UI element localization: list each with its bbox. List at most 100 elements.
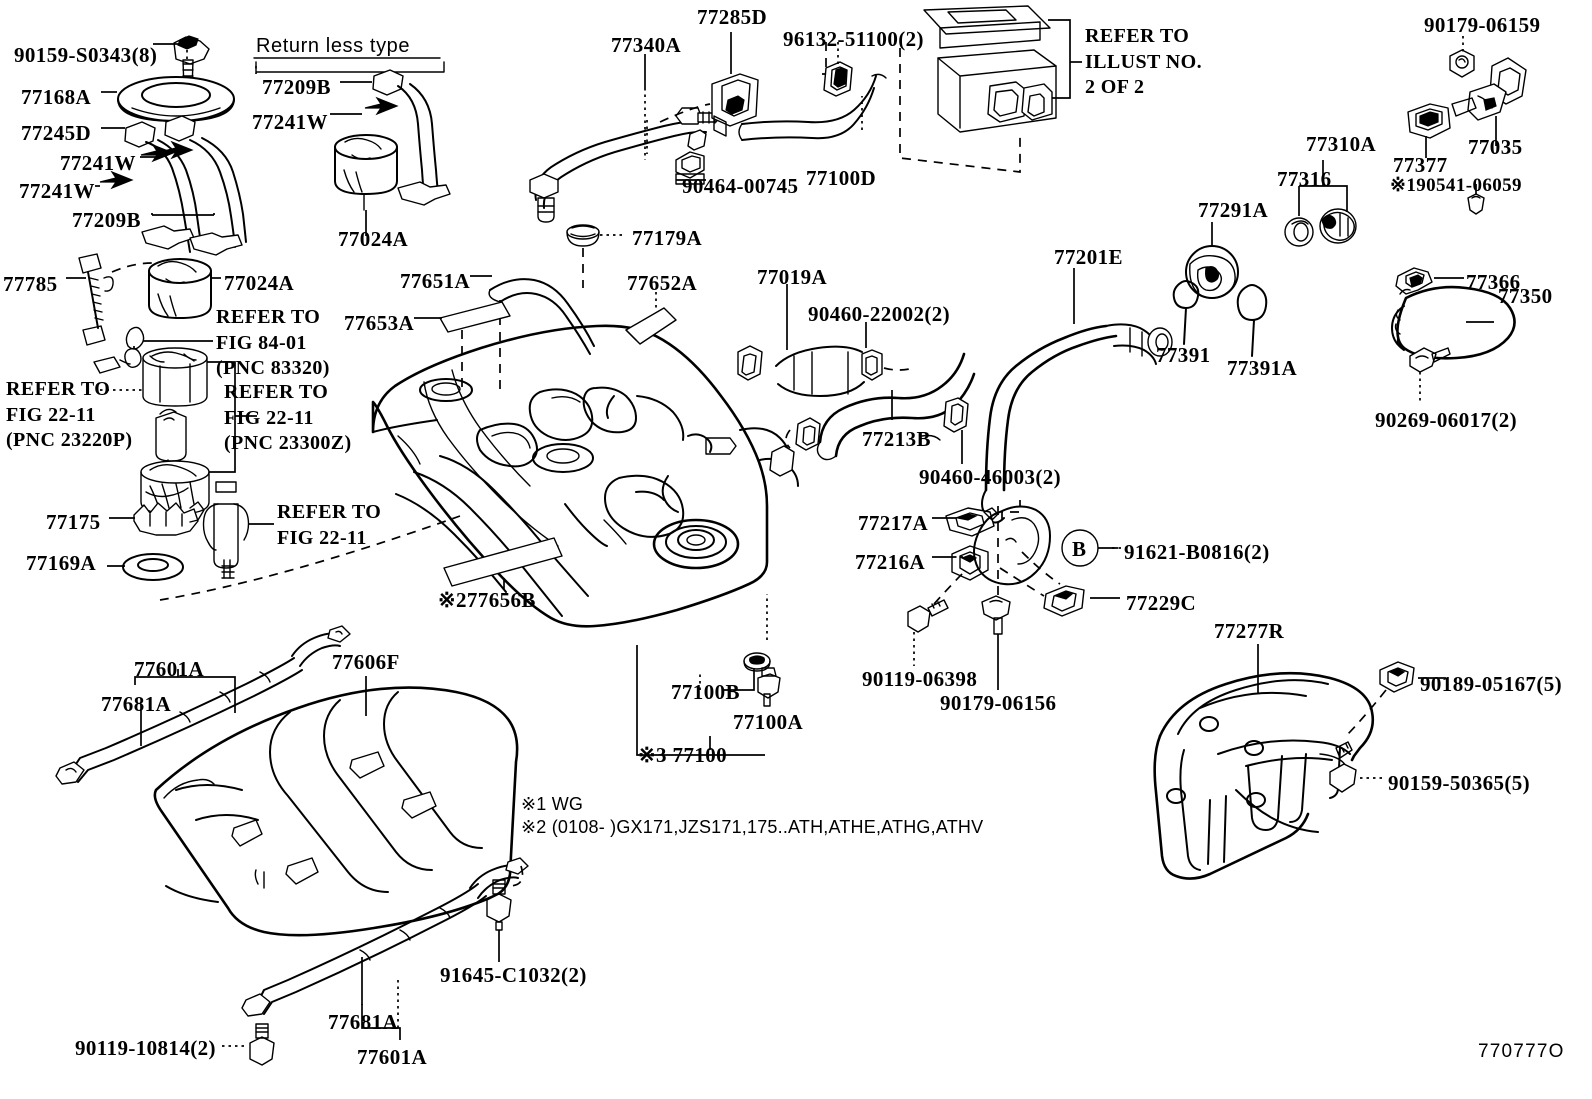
part-label: 77209B: [72, 208, 141, 232]
oring-77391a-icon: [1236, 284, 1268, 357]
shield-pad-277656b-icon: [443, 537, 563, 587]
bolt-90159-s0343-icon: [173, 35, 210, 99]
svg-text:B: B: [1072, 537, 1086, 561]
gasket-77100a-icon: [757, 667, 781, 707]
part-label: 90159-S0343(8): [14, 43, 158, 67]
bracket-77216a-icon: [951, 545, 989, 581]
pad-77653a-icon: [439, 301, 511, 333]
part-label: 77391: [1156, 343, 1211, 367]
grommet-77168a-icon: [117, 76, 235, 122]
fuel-tube-assy-left-icon: [99, 115, 247, 256]
fuel-lid-lock-77035-icon: [1451, 57, 1527, 121]
fuel-filler-lid-77350-icon: [1391, 285, 1516, 360]
part-label: 77291A: [1198, 198, 1269, 222]
leader-illust-ref: [1048, 19, 1071, 99]
clip-90189-05167-icon: [1379, 661, 1415, 693]
refer-fig-84-01: REFER TO FIG 84-01 (PNC 83320): [216, 306, 330, 380]
clip-77229c-icon: [1043, 585, 1085, 617]
part-label: 77785: [3, 272, 58, 296]
part-label: 91645-C1032(2): [440, 963, 587, 987]
part-label: 96132-51100(2): [783, 27, 924, 51]
nut-90179-06159-icon: [1449, 49, 1475, 78]
part-label: 77024A: [224, 271, 295, 295]
refer-fig-22-11-plain: REFER TO FIG 22-11: [277, 501, 382, 549]
part-label: 77606F: [332, 650, 400, 674]
part-label: 77168A: [21, 85, 92, 109]
part-label: 77019A: [757, 265, 828, 289]
part-label: 77209B: [262, 75, 331, 99]
part-label: 77024A: [338, 227, 409, 251]
bolt-90119-06398-icon: [907, 599, 949, 633]
part-label: 77653A: [344, 311, 415, 335]
pin-190541-icon: [1467, 193, 1485, 215]
heat-insulator-77606f-icon: [153, 686, 519, 937]
part-label: 77277R: [1214, 619, 1285, 643]
tank-strap-77601a-lower-icon: [241, 857, 529, 1017]
part-label: ※3 77100: [638, 743, 728, 767]
wheel-liner-77277r-icon: [1153, 671, 1375, 880]
cap-77316-icon: [1284, 217, 1314, 247]
part-label: 77681A: [328, 1010, 399, 1034]
part-label: 90460-46003(2): [919, 465, 1062, 489]
bushing-77179a-icon: [566, 224, 600, 247]
grommet-small-icon: [769, 445, 795, 477]
fuel-sender-icon: [93, 326, 145, 374]
hose-77100d-icon: [738, 73, 887, 141]
part-label: 77601A: [134, 657, 205, 681]
part-label: 77245D: [21, 121, 92, 145]
hose-77019a-icon: [737, 345, 883, 397]
part-label: 77213B: [862, 427, 931, 451]
part-label: 77377: [1393, 153, 1448, 177]
part-label: 77241W: [19, 179, 95, 203]
fuel-filter-assembly-icon: [140, 347, 210, 515]
footnote-1: ※1 WG: [521, 794, 584, 814]
part-label: 77652A: [627, 271, 698, 295]
nut-90179-06156-icon: [981, 595, 1011, 635]
part-label: 77175: [46, 510, 101, 534]
part-label: 77179A: [632, 226, 703, 250]
part-label: 90179-06159: [1424, 13, 1541, 37]
refer-illust-no: REFER TO ILLUST NO. 2 OF 2: [1085, 25, 1203, 99]
fuel-pump-77024a-right-icon: [334, 134, 398, 211]
part-label: 77681A: [101, 692, 172, 716]
bolt-90119-10814-icon: [249, 1023, 275, 1066]
part-label: 77100B: [671, 680, 740, 704]
part-label: 77391A: [1227, 356, 1298, 380]
bracket-main-icon: [973, 505, 1051, 586]
part-label: 90464-00745: [682, 174, 799, 198]
bracket-returnless: [255, 61, 445, 73]
part-label: ※277656B: [438, 588, 536, 612]
part-label: 90159-50365(5): [1388, 771, 1531, 795]
clamp-77285d-icon: [711, 73, 759, 137]
refer-fig-22-11-assy: REFER TO FIG 22-11 (PNC 23300Z): [224, 381, 352, 455]
fuel-pipe-icon: [202, 481, 250, 579]
group-header-returnless: Return less type: [256, 35, 411, 57]
evap-hose-77340a-icon: [529, 107, 721, 223]
part-label: 90269-06017(2): [1375, 408, 1518, 432]
part-label: 77100A: [733, 710, 804, 734]
grommet-96132-icon: [823, 61, 853, 97]
clip-77377-icon: [1407, 103, 1451, 139]
cap-77310a-icon: [1319, 208, 1357, 244]
part-label: 90179-06156: [940, 691, 1057, 715]
callout-b-circle: [1061, 529, 1099, 567]
part-label: 77601A: [357, 1045, 428, 1069]
part-label: 90460-22002(2): [808, 302, 951, 326]
part-label: 77035: [1468, 135, 1523, 159]
screw-90269-icon: [1409, 347, 1451, 373]
part-label: 77229C: [1126, 591, 1197, 615]
part-label: 77316: [1277, 167, 1332, 191]
clip-77175-icon: [133, 501, 205, 536]
footnote-2: ※2 (0108- )GX171,JZS171,175..ATH,ATHE,AT…: [521, 817, 984, 837]
part-label: 77216A: [855, 550, 926, 574]
fuel-tube-returnless-icon: [364, 69, 451, 206]
bolt-91645-c1032-icon: [486, 879, 512, 931]
part-label: 77285D: [697, 5, 768, 29]
striker-77366-icon: [1395, 267, 1433, 295]
fuel-cap-77291a-icon: [1185, 245, 1239, 299]
charcoal-canister-icon: [923, 5, 1057, 133]
part-label: 77201E: [1054, 245, 1123, 269]
drain-plug-77100b-icon: [743, 652, 771, 672]
